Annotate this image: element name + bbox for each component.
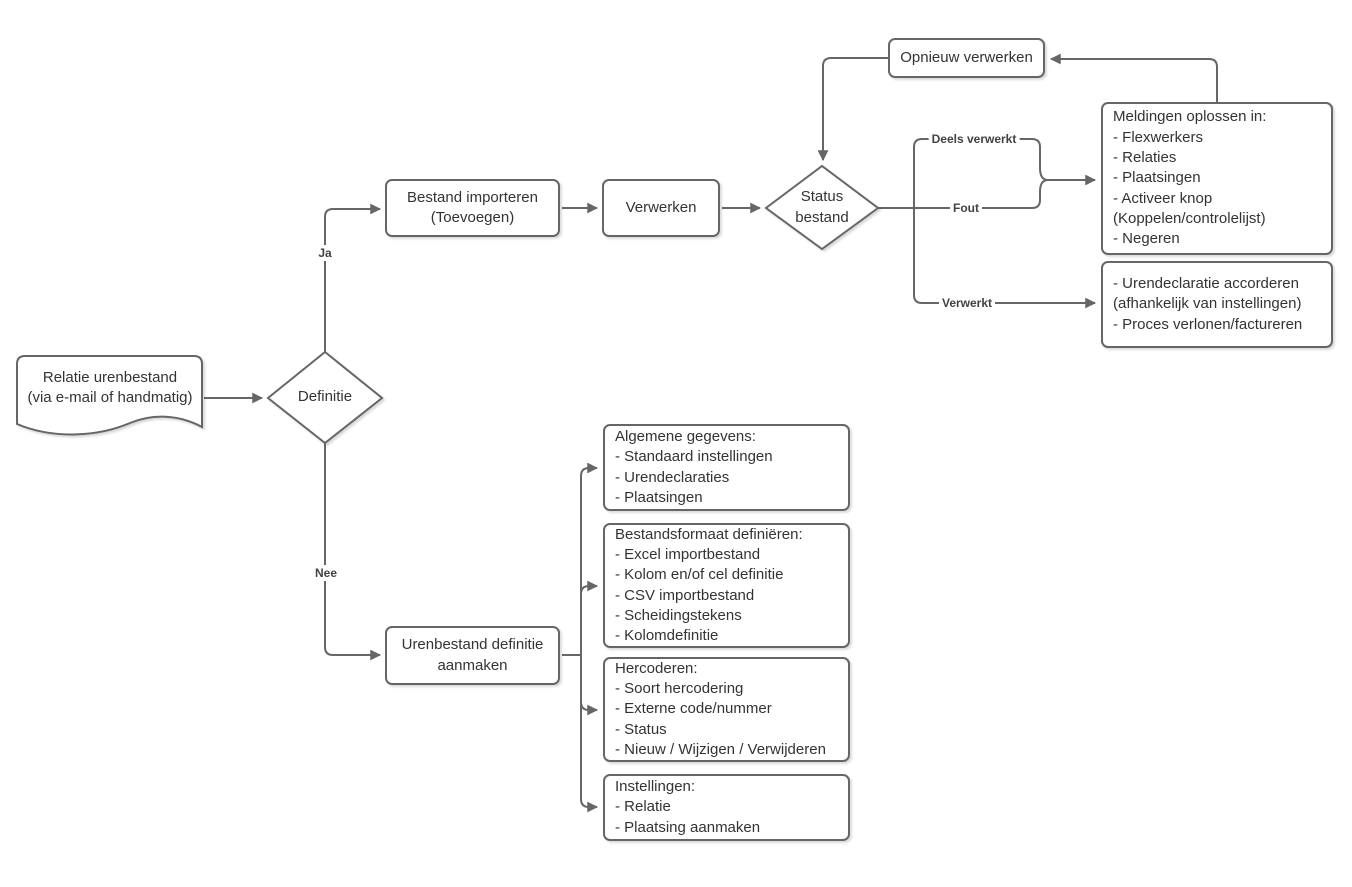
node-line: - Plaatsingen: [615, 488, 703, 506]
edge-to-algemene: [580, 462, 599, 655]
node-urenbestand-definitie: Urenbestand definitie aanmaken: [385, 626, 560, 685]
node-line: - Kolomdefinitie: [615, 627, 719, 645]
node-meldingen-oplossen: Meldingen oplossen in: - Flexwerkers - R…: [1101, 102, 1333, 255]
node-line: - Scheidingstekens: [615, 606, 742, 624]
node-line: - Relaties: [1113, 149, 1177, 167]
edge-to-bestandsformaat: [580, 580, 599, 655]
node-line: aanmaken: [437, 656, 508, 674]
edge-meldingen-to-opnieuw: [1049, 53, 1218, 102]
node-line: (afhankelijk van instellingen): [1113, 295, 1302, 313]
edge-label-deels-verwerkt: Deels verwerkt: [928, 131, 1020, 147]
node-line: - Proces verlonen/factureren: [1113, 315, 1303, 333]
node-verwerkt-acties: - Urendeclaratie accorderen (afhankelijk…: [1101, 261, 1333, 348]
node-line: Hercoderen:: [615, 659, 698, 677]
node-line: - Excel importbestand: [615, 545, 761, 563]
node-line: Meldingen oplossen in:: [1113, 108, 1267, 126]
document-shape: [16, 355, 203, 436]
node-bestand-importeren: Bestand importeren (Toevoegen): [385, 179, 560, 237]
edge-label-ja: Ja: [315, 245, 335, 261]
edge-nee: [324, 443, 382, 661]
node-line: - Soort hercodering: [615, 680, 744, 698]
node-line: - Plaatsingen: [1113, 169, 1201, 187]
edge-label-verwerkt: Verwerkt: [938, 295, 996, 311]
edge-fout: [914, 179, 1049, 209]
node-line: Bestand importeren: [407, 188, 538, 206]
status-bestand-diamond: [764, 164, 880, 251]
node-line: - Relatie: [615, 798, 671, 816]
node-line: Bestandsformaat definiëren:: [615, 525, 803, 543]
node-line: Instellingen:: [615, 778, 696, 796]
edge-to-instellingen: [580, 655, 599, 813]
node-line: - Urendeclaratie accorderen: [1113, 275, 1299, 293]
node-line: Urenbestand definitie: [401, 636, 544, 654]
edge-deels-verwerkt: [913, 138, 1049, 208]
node-verwerken: Verwerken: [602, 179, 720, 237]
node-line: - Externe code/nummer: [615, 700, 772, 718]
edge-to-hercoderen: [580, 655, 599, 716]
node-line: (Koppelen/controlelijst): [1113, 209, 1266, 227]
node-line: Verwerken: [625, 198, 697, 216]
node-hercoderen: Hercoderen: - Soort hercodering - Extern…: [603, 657, 850, 762]
node-line: - CSV importbestand: [615, 586, 755, 604]
node-line: Algemene gegevens:: [615, 427, 756, 445]
node-algemene-gegevens: Algemene gegevens: - Standaard instellin…: [603, 424, 850, 511]
definitie-diamond: [266, 350, 384, 445]
node-bestandsformaat: Bestandsformaat definiëren: - Excel impo…: [603, 523, 850, 648]
edge-label-nee: Nee: [311, 565, 341, 581]
node-line: - Negeren: [1113, 230, 1180, 248]
edge-opnieuw-to-status: [817, 57, 888, 162]
node-instellingen: Instellingen: - Relatie - Plaatsing aanm…: [603, 774, 850, 841]
edge-verwerkt: [913, 208, 1097, 309]
node-line: (Toevoegen): [430, 209, 515, 226]
node-opnieuw-verwerken: Opnieuw verwerken: [888, 38, 1045, 78]
node-line: - Activeer knop: [1113, 189, 1213, 207]
node-line: - Nieuw / Wijzigen / Verwijderen: [615, 740, 826, 758]
edge-label-fout: Fout: [950, 200, 982, 216]
node-line: Opnieuw verwerken: [900, 48, 1033, 66]
node-line: - Flexwerkers: [1113, 128, 1204, 146]
edge-ja: [324, 203, 382, 352]
node-line: - Plaatsing aanmaken: [615, 818, 761, 836]
node-line: - Urendeclaraties: [615, 468, 730, 486]
node-line: - Standaard instellingen: [615, 448, 773, 466]
node-line: - Status: [615, 720, 667, 738]
node-line: - Kolom en/of cel definitie: [615, 566, 784, 584]
